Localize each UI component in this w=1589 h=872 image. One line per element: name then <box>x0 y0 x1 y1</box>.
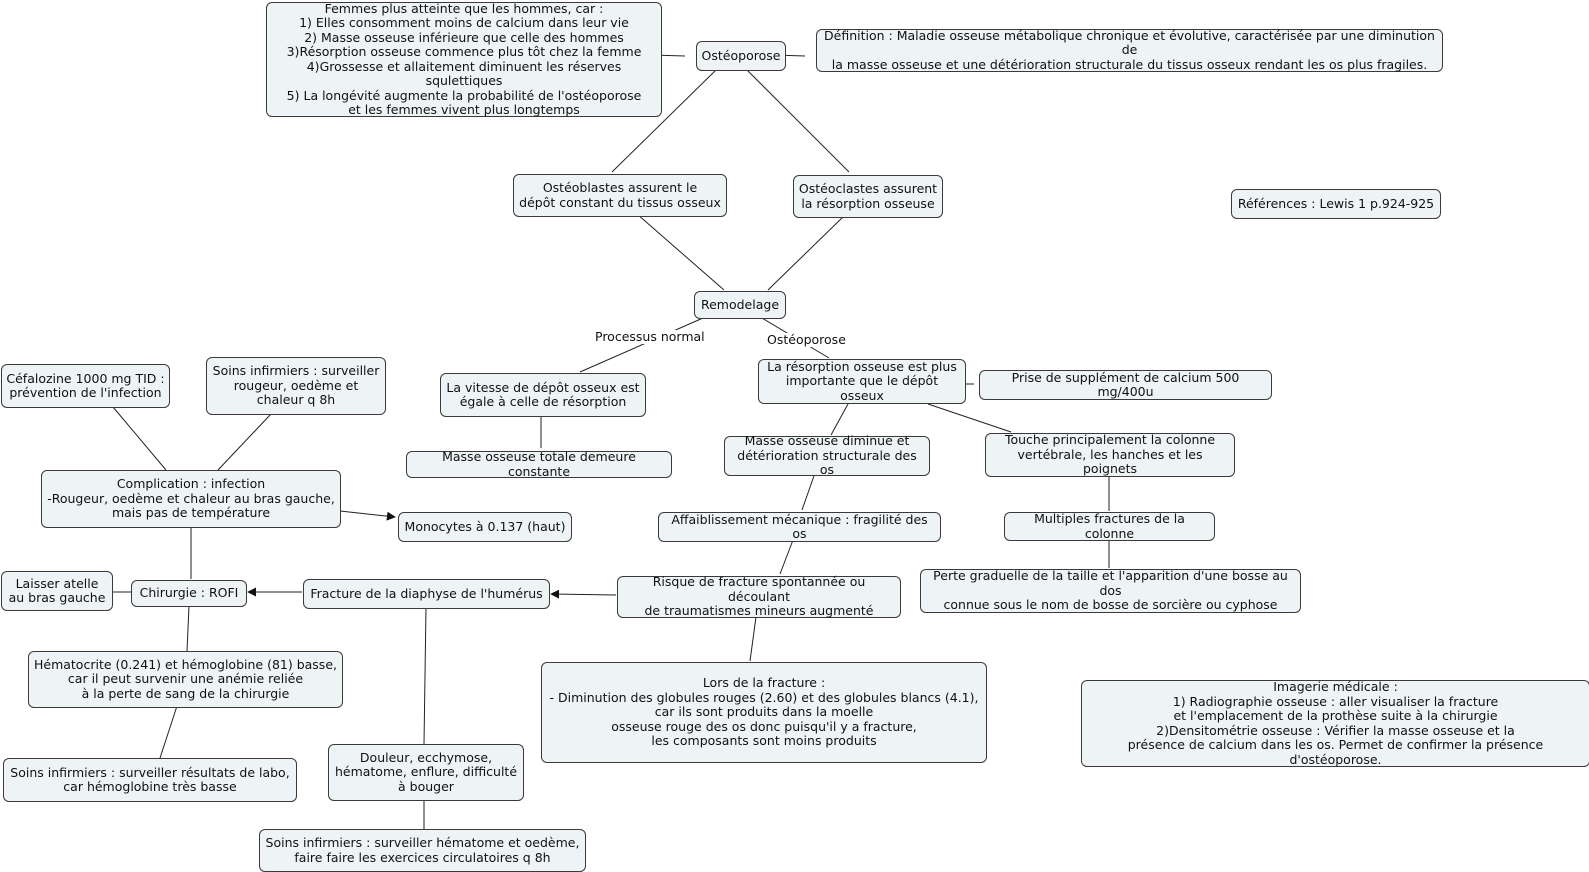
node-references[interactable]: Références : Lewis 1 p.924-925 <box>1231 189 1441 219</box>
label-osteoporose-branch: Ostéoporose <box>765 332 848 347</box>
node-complication[interactable]: Complication : infection -Rougeur, oedèm… <box>41 470 341 528</box>
node-osteoblastes[interactable]: Ostéoblastes assurent le dépôt constant … <box>513 174 727 217</box>
node-cefalozine[interactable]: Céfalozine 1000 mg TID : prévention de l… <box>1 364 170 408</box>
node-multiples[interactable]: Multiples fractures de la colonne <box>1004 511 1215 541</box>
link-resorption-masse-diminue <box>830 403 849 436</box>
link-osteoclastes-remodelage <box>767 215 845 291</box>
node-soins-labo[interactable]: Soins infirmiers : surveiller résultats … <box>3 758 297 802</box>
node-osteoclastes[interactable]: Ostéoclastes assurent la résorption osse… <box>793 175 943 218</box>
link-remodelage-vitesse <box>579 317 704 373</box>
node-calcium[interactable]: Prise de supplément de calcium 500 mg/40… <box>979 370 1272 400</box>
link-osteoblastes-remodelage <box>636 213 725 291</box>
node-imagerie[interactable]: Imagerie médicale : 1) Radiographie osse… <box>1081 679 1589 767</box>
node-hematocrite[interactable]: Hématocrite (0.241) et hémoglobine (81) … <box>28 651 343 708</box>
node-risque[interactable]: Risque de fracture spontannée ou découla… <box>617 575 901 618</box>
node-soins-rougeur[interactable]: Soins infirmiers : surveiller rougeur, o… <box>206 357 386 415</box>
node-femmes[interactable]: Femmes plus atteinte que les hommes, car… <box>266 1 662 117</box>
label-processus-normal: Processus normal <box>593 329 707 344</box>
node-douleur[interactable]: Douleur, ecchymose, hématome, enflure, d… <box>328 744 524 801</box>
node-affaiblissement[interactable]: Affaiblissement mécanique : fragilité de… <box>658 512 941 542</box>
link-complication-cefalozine <box>112 406 167 471</box>
node-vitesse[interactable]: La vitesse de dépôt osseux est égale à c… <box>440 373 646 417</box>
node-chirurgie[interactable]: Chirurgie : ROFI <box>131 580 247 607</box>
link-chirurgie-hematocrite <box>186 605 190 652</box>
node-fracture-humerus[interactable]: Fracture de la diaphyse de l'humérus <box>303 579 550 609</box>
node-resorption[interactable]: La résorption osseuse est plus important… <box>758 359 966 404</box>
link-risque-lors-fracture <box>749 616 757 662</box>
link-osteoporose-osteoclastes <box>746 69 850 173</box>
node-masse-constante[interactable]: Masse osseuse totale demeure constante <box>406 449 672 478</box>
node-definition[interactable]: Définition : Maladie osseuse métabolique… <box>816 28 1443 72</box>
link-complication-monocytes <box>339 510 396 521</box>
link-complication-soins-rougeur <box>217 413 272 471</box>
node-perte[interactable]: Perte graduelle de la taille et l'appari… <box>920 569 1301 613</box>
node-atelle[interactable]: Laisser atelle au bras gauche <box>1 571 113 611</box>
link-masse-diminue-affaiblissement <box>801 472 816 511</box>
link-resorption-touche <box>927 403 1012 433</box>
link-affaiblissement-risque <box>779 539 794 575</box>
node-lors-fracture[interactable]: Lors de la fracture : - Diminution des g… <box>541 662 987 763</box>
node-monocytes[interactable]: Monocytes à 0.137 (haut) <box>398 512 572 542</box>
link-osteoporose-osteoblastes <box>611 69 717 173</box>
node-soins-hematome[interactable]: Soins infirmiers : surveiller hématome e… <box>259 829 586 872</box>
node-masse-diminue[interactable]: Masse osseuse diminue et détérioration s… <box>724 434 930 477</box>
node-remodelage[interactable]: Remodelage <box>694 291 786 319</box>
link-risque-fracture-humerus <box>550 589 617 599</box>
link-hematocrite-soins-labo <box>159 705 178 759</box>
node-touche[interactable]: Touche principalement la colonne vertébr… <box>985 433 1235 477</box>
link-fracture-humerus-douleur <box>423 606 427 745</box>
node-osteoporose[interactable]: Ostéoporose <box>696 41 786 71</box>
